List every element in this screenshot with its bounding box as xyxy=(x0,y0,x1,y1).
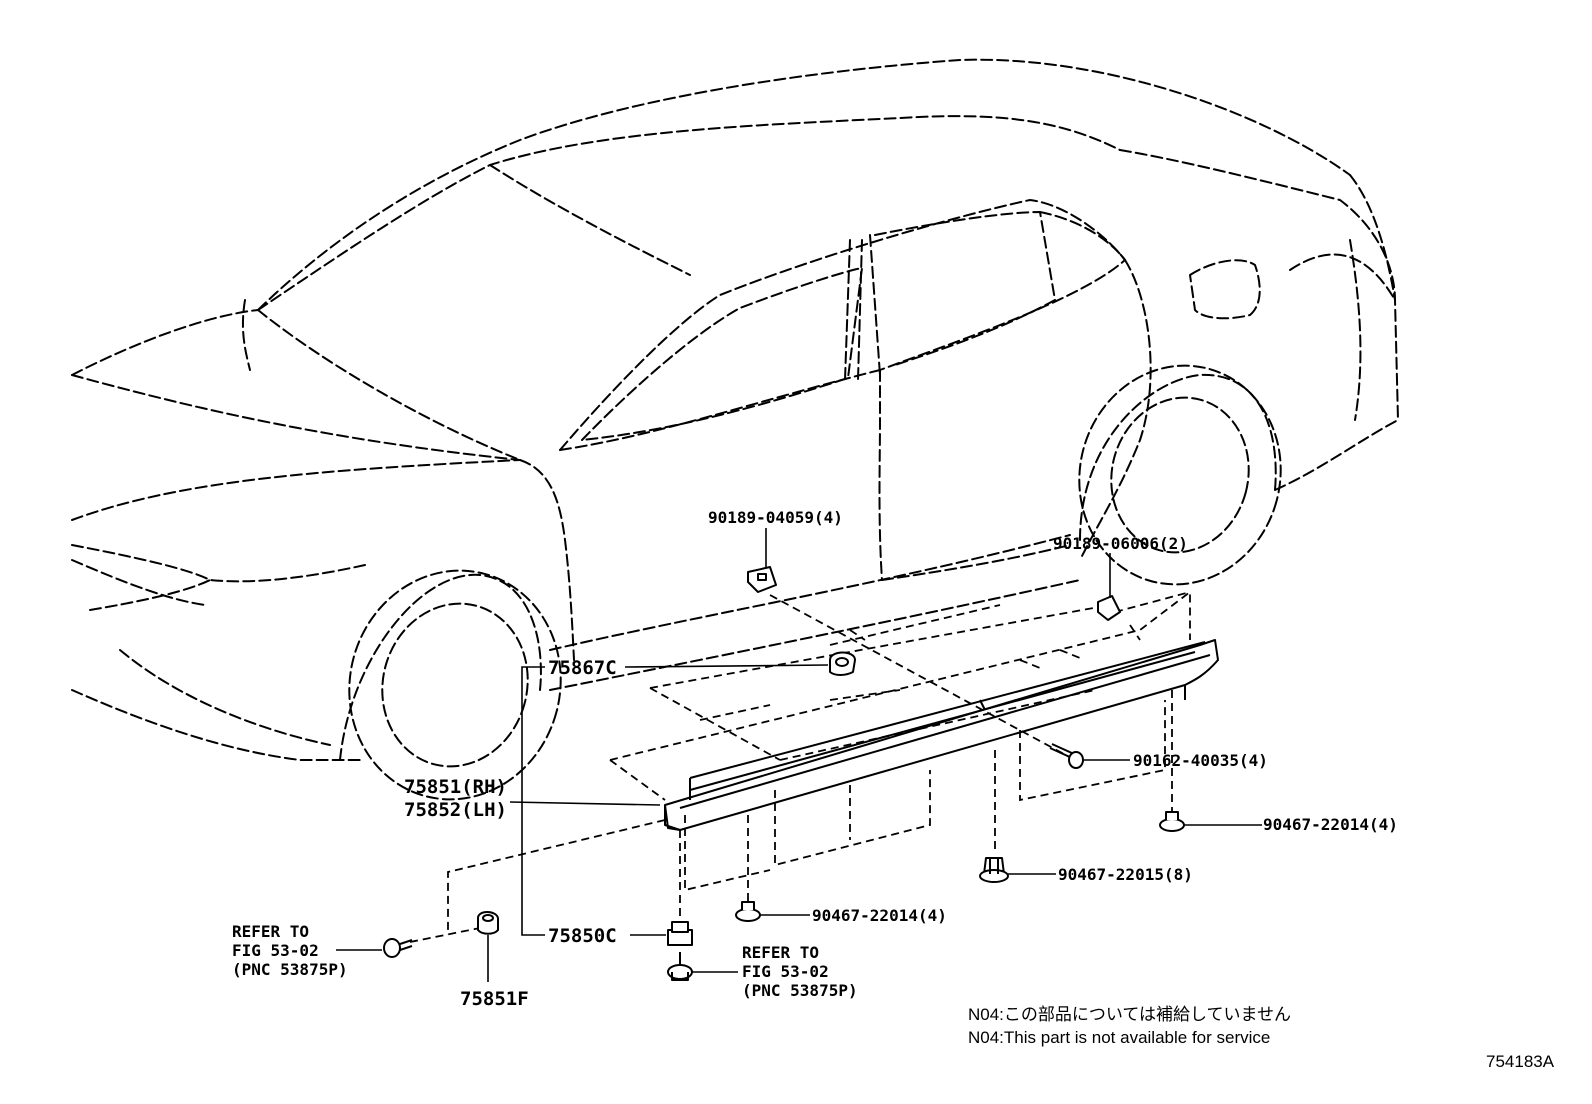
label-moulding-rh: 75851(RH) xyxy=(404,776,507,798)
clip-90189-04059 xyxy=(747,566,777,593)
bolt-left xyxy=(383,938,413,958)
refer-left-block: REFER TO FIG 53-02 (PNC 53875P) xyxy=(232,922,348,979)
label-moulding-lh: 75852(LH) xyxy=(404,799,507,821)
assembly-dashed-lines xyxy=(409,590,1191,943)
clip-90467-22014-rear xyxy=(1159,811,1185,832)
note-english: N04:This part is not available for servi… xyxy=(968,1028,1270,1047)
label-clip-main: 90467-22015(8) xyxy=(1058,865,1193,884)
car-body-outline xyxy=(71,58,1399,761)
refer-bottom-block: REFER TO FIG 53-02 (PNC 53875P) xyxy=(742,943,858,1000)
bracket-75850c xyxy=(667,921,693,946)
label-screw: 90162-40035(4) xyxy=(1133,751,1268,770)
refer-left-line2: FIG 53-02 xyxy=(232,941,319,960)
screw-90162-40035 xyxy=(1049,743,1084,769)
label-clip-lower: 90467-22014(4) xyxy=(812,906,947,925)
clip-75867c xyxy=(829,651,856,676)
pad-75851f xyxy=(477,911,499,935)
leader-lines xyxy=(336,528,1262,982)
diagram-id: 754183A xyxy=(1486,1052,1555,1071)
refer-bottom-line1: REFER TO xyxy=(742,943,819,962)
rocker-moulding xyxy=(664,639,1219,831)
rear-wheel xyxy=(1078,364,1282,586)
clip-90189-06006 xyxy=(1097,595,1121,621)
label-clip-rear: 90467-22014(4) xyxy=(1263,815,1398,834)
note-japanese: N04:この部品については補給していません xyxy=(968,1005,1291,1024)
label-clip-upper-b: 90189-06006(2) xyxy=(1053,534,1188,553)
clip-90467-22015 xyxy=(979,857,1009,883)
bolt-bottom xyxy=(667,952,693,981)
refer-bottom-line3: (PNC 53875P) xyxy=(742,981,858,1000)
refer-bottom-line2: FIG 53-02 xyxy=(742,962,829,981)
front-wheel xyxy=(348,569,562,801)
label-pad: 75851F xyxy=(460,988,529,1010)
refer-left-line1: REFER TO xyxy=(232,922,309,941)
label-bracket: 75850C xyxy=(548,925,617,947)
label-garnish-front: 75867C xyxy=(548,657,617,679)
refer-left-line3: (PNC 53875P) xyxy=(232,960,348,979)
label-clip-upper-a: 90189-04059(4) xyxy=(708,508,843,527)
clip-90467-22014-lower xyxy=(735,901,761,922)
